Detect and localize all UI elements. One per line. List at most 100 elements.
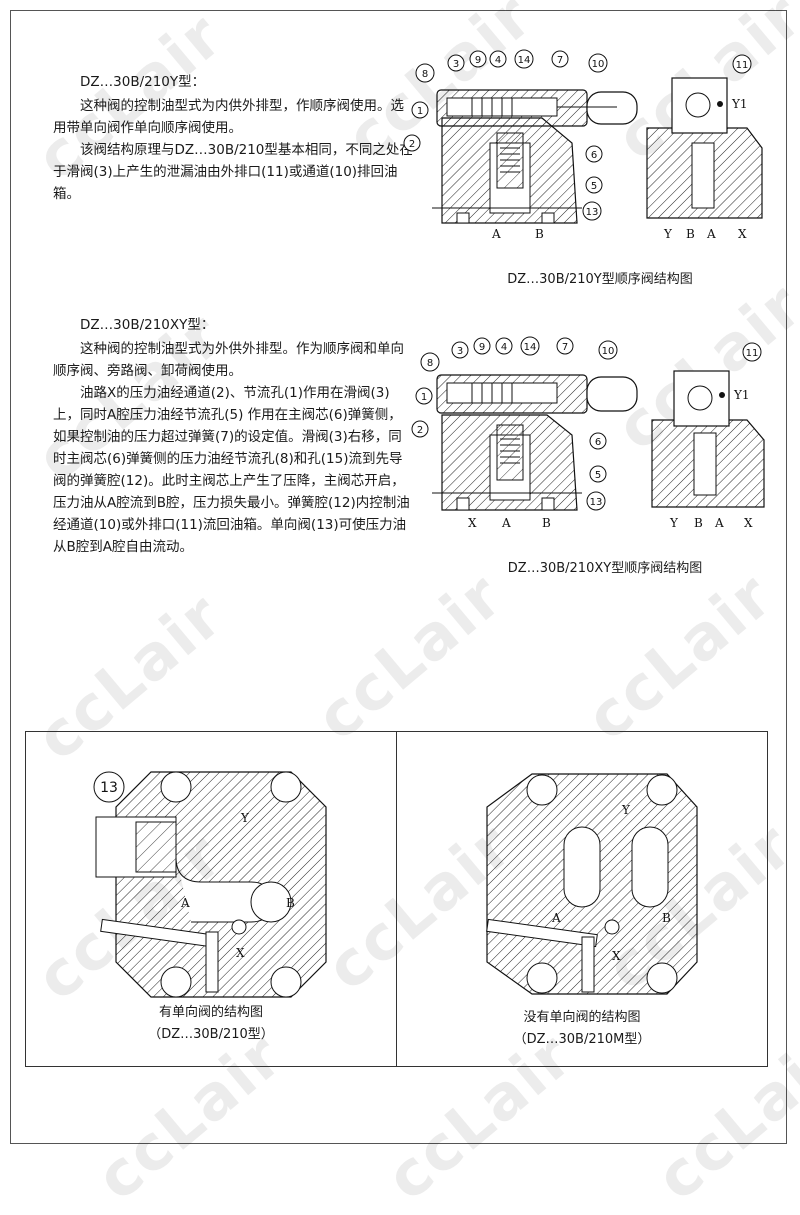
svg-text:2: 2 — [417, 425, 423, 436]
svg-text:9: 9 — [475, 55, 481, 66]
callout-11: 11 — [732, 54, 752, 74]
port-a-label: A — [706, 227, 716, 241]
with-check-valve-diagram: A B Y X — [95, 771, 327, 998]
callout-6: 6 — [585, 145, 603, 163]
callout-7: 7 — [551, 50, 569, 68]
svg-text:6: 6 — [595, 437, 601, 448]
svg-text:11: 11 — [736, 60, 749, 71]
section-xy-paragraph: 油路X的压力油经通道(2)、节流孔(1)作用在滑阀(3)上，同时A腔压力油经节流… — [53, 385, 410, 555]
port-y1-label: Y1 — [731, 97, 748, 111]
callout-4: 4 — [489, 50, 507, 68]
port-b-label: B — [694, 516, 703, 530]
port-y-label: Y — [663, 227, 673, 241]
callout-8: 8 — [415, 63, 435, 83]
port-y-label: Y — [621, 803, 631, 817]
callout-8: 8 — [420, 352, 440, 372]
section-xy-text: DZ…30B/210XY型： 这种阀的控制油型式为外供外排型。作为顺序阀和单向顺… — [53, 314, 415, 558]
with-check-valve-caption-line2: （DZ…30B/210型） — [148, 1027, 274, 1042]
section-y-paragraph: 该阀结构原理与DZ…30B/210型基本相同，不同之处在于滑阀(3)上产生的泄漏… — [53, 142, 413, 202]
callout-10: 10 — [598, 340, 618, 360]
without-check-valve-caption: 没有单向阀的结构图 （DZ…30B/210M型） — [397, 1007, 767, 1051]
port-a-label: A — [714, 516, 724, 530]
section-y-text: DZ…30B/210Y型： 这种阀的控制油型式为内供外排型，作顺序阀使用。选用带… — [53, 71, 415, 205]
svg-text:3: 3 — [453, 59, 459, 70]
port-y-label: Y — [240, 811, 250, 825]
svg-text:14: 14 — [518, 55, 531, 66]
callout-1: 1 — [411, 101, 429, 119]
callout-5: 5 — [585, 176, 603, 194]
callout-9: 9 — [473, 337, 491, 355]
page-frame — [10, 10, 787, 1144]
svg-text:1: 1 — [421, 392, 427, 403]
svg-text:6: 6 — [591, 150, 597, 161]
section-y-heading: DZ…30B/210Y型： — [80, 74, 206, 90]
svg-text:4: 4 — [501, 342, 507, 353]
svg-text:5: 5 — [595, 470, 601, 481]
callout-10: 10 — [588, 53, 608, 73]
figure-xy-caption: DZ…30B/210XY型顺序阀结构图 — [507, 561, 703, 576]
with-check-valve-caption-line1: 有单向阀的结构图 — [158, 1005, 263, 1020]
port-b-label: B — [286, 896, 295, 910]
port-a-label: A — [551, 911, 561, 925]
valve-xy-diagram: X A B Y1 Y B A X 8 3 9 4 14 7 10 1 2 6 5… — [411, 336, 765, 530]
without-check-valve-caption-line1: 没有单向阀的结构图 — [523, 1010, 641, 1025]
callout-2: 2 — [403, 134, 421, 152]
callout-5: 5 — [589, 465, 607, 483]
svg-text:11: 11 — [746, 348, 759, 359]
port-x-label: X — [744, 516, 753, 530]
svg-text:13: 13 — [586, 207, 599, 218]
port-x-label: X — [738, 227, 747, 241]
svg-text:10: 10 — [602, 346, 615, 357]
callout-11: 11 — [742, 342, 762, 362]
port-x-label: X — [468, 516, 477, 530]
section-y-paragraph: 这种阀的控制油型式为内供外排型，作顺序阀使用。选用带单向阀作单向顺序阀使用。 — [53, 98, 404, 136]
with-check-valve-panel: A B Y X 13 有单向阀的结构图 （DZ…30B/210型） — [25, 731, 397, 1067]
port-a-label: A — [180, 896, 190, 910]
callout-7: 7 — [556, 337, 574, 355]
callout-2: 2 — [411, 420, 429, 438]
callout-14: 14 — [514, 49, 534, 69]
without-check-valve-caption-line2: （DZ…30B/210M型） — [513, 1032, 651, 1047]
svg-text:7: 7 — [562, 342, 568, 353]
port-x-label: X — [612, 949, 621, 963]
svg-text:2: 2 — [409, 139, 415, 150]
callout-1: 1 — [415, 387, 433, 405]
port-x-label: X — [236, 946, 245, 960]
port-b-label: B — [662, 911, 671, 925]
figure-y-caption: DZ…30B/210Y型顺序阀结构图 — [507, 272, 693, 287]
svg-text:10: 10 — [592, 59, 605, 70]
without-check-valve-diagram: A B Y X — [486, 773, 698, 995]
valve-y-diagram: A B Y1 Y B A X 8 3 9 4 14 7 10 1 2 6 5 1… — [403, 49, 763, 241]
port-b-label: B — [686, 227, 695, 241]
svg-text:13: 13 — [590, 497, 603, 508]
with-check-valve-caption: 有单向阀的结构图 （DZ…30B/210型） — [26, 1002, 396, 1046]
svg-text:9: 9 — [479, 342, 485, 353]
without-check-valve-panel: A B Y X 没有单向阀的结构图 （DZ…30B/210M型） — [396, 731, 768, 1067]
svg-text:1: 1 — [417, 106, 423, 117]
port-b-label: B — [535, 227, 544, 241]
svg-text:3: 3 — [457, 346, 463, 357]
section-xy-heading: DZ…30B/210XY型： — [80, 317, 215, 333]
callout-13: 13 — [586, 491, 606, 511]
svg-text:5: 5 — [591, 181, 597, 192]
svg-text:13: 13 — [100, 780, 118, 796]
callout-3: 3 — [451, 341, 469, 359]
svg-text:8: 8 — [422, 69, 428, 80]
section-xy-paragraph: 这种阀的控制油型式为外供外排型。作为顺序阀和单向顺序阀、旁路阀、卸荷阀使用。 — [53, 341, 404, 379]
port-y1-label: Y1 — [733, 388, 750, 402]
callout-4: 4 — [495, 337, 513, 355]
svg-text:8: 8 — [427, 358, 433, 369]
port-b-label: B — [542, 516, 551, 530]
callout-6: 6 — [589, 432, 607, 450]
callout-13: 13 — [582, 201, 602, 221]
port-a-label: A — [501, 516, 511, 530]
svg-text:4: 4 — [495, 55, 501, 66]
callout-13: 13 — [93, 771, 125, 803]
callout-9: 9 — [469, 50, 487, 68]
callout-14: 14 — [520, 336, 540, 356]
callout-3: 3 — [447, 54, 465, 72]
port-y-label: Y — [669, 516, 679, 530]
port-a-label: A — [491, 227, 501, 241]
svg-text:7: 7 — [557, 55, 563, 66]
svg-text:14: 14 — [524, 342, 537, 353]
